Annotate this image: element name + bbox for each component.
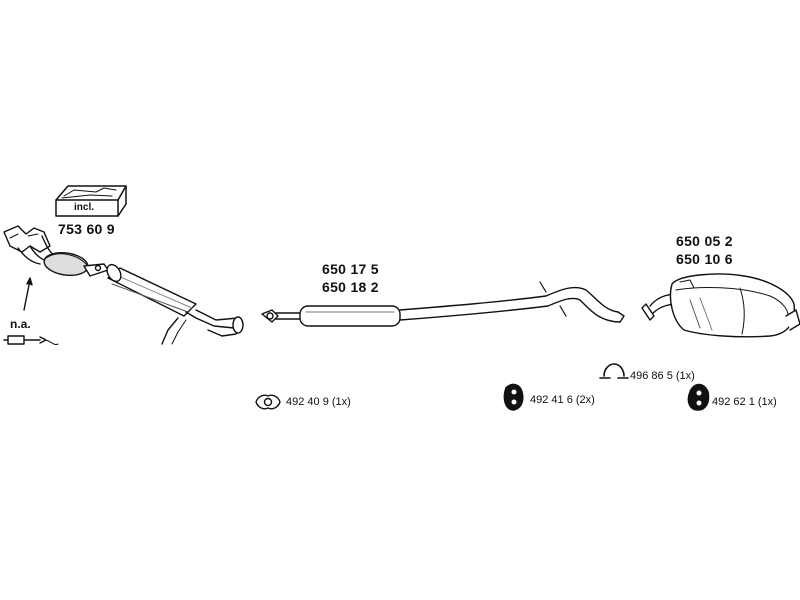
middle-silencer-icon (261, 281, 625, 327)
kit-included-label: incl. (74, 202, 95, 213)
accessory-label-clamp: 496 86 5 (1x) (630, 370, 695, 382)
flange-gasket-icon (255, 394, 281, 410)
accessory-label-rear-mount: 492 62 1 (1x) (712, 396, 777, 408)
rear-silencer-icon (641, 273, 800, 338)
not-available-label: n.a. (10, 317, 31, 331)
rear-silencer-part-number-1: 650 05 2 (676, 233, 733, 249)
middle-silencer-part-number-2: 650 18 2 (322, 279, 379, 295)
accessory-label-mount: 492 41 6 (2x) (530, 394, 595, 406)
kit-box-icon (55, 185, 127, 217)
front-pipe-icon (106, 263, 244, 345)
manifold-part-number: 753 60 9 (58, 221, 115, 237)
middle-silencer-part-number-1: 650 17 5 (322, 261, 379, 277)
exhaust-manifold-icon (3, 225, 109, 277)
rubber-mount-icon (687, 383, 710, 411)
rubber-mount-icon (503, 383, 524, 411)
lambda-sensor-icon (3, 277, 59, 345)
accessory-label-gasket: 492 40 9 (1x) (286, 396, 351, 408)
rear-silencer-part-number-2: 650 10 6 (676, 251, 733, 267)
clamp-ring-icon (599, 363, 629, 379)
